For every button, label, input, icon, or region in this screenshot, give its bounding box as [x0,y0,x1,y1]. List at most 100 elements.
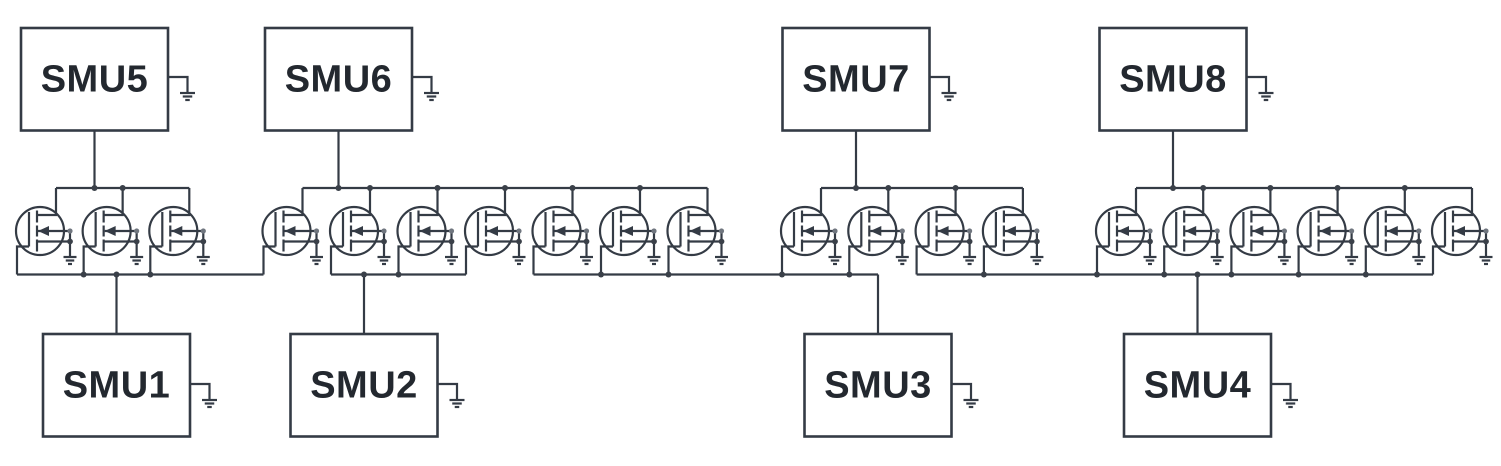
body-junction-dot [67,228,73,234]
mosfet-symbol [531,188,593,275]
gate-lead [1095,245,1109,275]
junction-dot [1194,271,1201,278]
ground-symbol [63,255,77,266]
ground-symbol [1258,91,1274,102]
smu-ground-wire [412,75,433,93]
smu-box-smu6 [263,26,414,132]
drain-lead [1453,188,1474,217]
body-junction-dot [1034,228,1040,234]
smu-smu2: SMU2 [289,332,465,438]
drain-lead [1003,188,1025,217]
gate-lead [848,245,862,275]
drain-lead [1117,188,1138,217]
mosfet-symbol [666,188,728,275]
smu-smu6: SMU6 [263,26,439,132]
body-junction-dot [448,228,455,234]
drain-lead [553,188,574,217]
body-junction-dot [1416,228,1422,234]
gate-lead [397,245,411,275]
junction-dot [637,185,643,191]
smu-box-smu7 [781,26,931,132]
body-arrow [1252,226,1264,236]
junction-dot [885,185,892,191]
gate-lead [329,245,343,275]
junction-dot [1267,185,1274,191]
smu-ground-wire [1246,75,1268,93]
ground-symbol [1412,255,1426,266]
source-junction-dot [718,238,725,245]
gate-rail [916,271,1433,334]
junction-dot [846,271,853,278]
smu-box-smu1 [41,332,192,438]
gate-lead [982,245,996,275]
body-junction-dot [200,228,206,234]
smu-label-smu8: SMU8 [1119,58,1227,100]
smu-smu8: SMU8 [1098,26,1274,132]
body-arrow [870,226,882,236]
ground-symbol [580,255,593,266]
body-arrow [1185,226,1197,236]
junction-dot [1161,271,1168,278]
source-junction-dot [899,238,906,245]
mosfet-symbol [148,188,210,275]
mosfet-symbol [1162,188,1224,275]
smu-ground-wire [437,382,459,400]
body-junction-dot [832,228,838,234]
gate-lead [532,245,546,275]
junction-dot [1200,185,1207,191]
drain-lead [1251,188,1272,217]
source-junction-dot [381,238,387,245]
body-arrow [1118,226,1129,236]
source-junction-dot [1034,238,1040,245]
smu-box-smu2 [289,332,439,438]
smu-label-smu3: SMU3 [824,364,932,406]
gate-lead [15,245,29,275]
smu-smu7: SMU7 [781,26,957,132]
drain-lead [1318,188,1339,217]
source-junction-dot [966,238,973,245]
junction-dot [434,185,441,191]
ground-symbol [1277,255,1291,266]
junction-dot [113,271,120,278]
junction-dot [1334,185,1341,191]
gate-lead [1364,245,1378,275]
junction-dot [1170,185,1176,191]
drain-rail [1136,130,1472,191]
gate-rail [17,271,264,334]
gate-lead [1297,245,1311,275]
junction-dot [1401,185,1408,191]
body-junction-dot [651,228,657,234]
drain-lead [351,188,372,217]
drain-lead [1385,188,1406,217]
junction-dot [665,271,672,278]
ground-symbol [963,398,979,409]
body-junction-dot [583,228,590,234]
smu-label-smu4: SMU4 [1144,364,1252,406]
smu-box-smu5 [19,26,170,132]
smu-label-smu1: SMU1 [63,364,171,406]
drain-rail [302,130,708,191]
junction-dot [91,185,98,191]
drain-lead [688,188,709,217]
junction-dot [1094,271,1100,278]
drain-lead [37,188,58,217]
drain-lead [1184,188,1205,217]
ground-symbol [202,398,217,409]
junction-dot [147,271,154,278]
source-junction-dot [651,238,657,245]
drain-lead [869,188,890,217]
body-junction-dot [899,228,905,234]
source-junction-dot [516,238,522,245]
junction-dot [367,185,373,191]
junction-dot [119,185,126,191]
drain-lead [418,188,439,217]
gate-lead [667,245,681,275]
drain-lead [936,188,957,217]
smu-smu1: SMU1 [41,332,217,438]
ground-symbol [512,255,526,266]
gate-lead [464,245,478,275]
gate-lead [262,245,276,275]
body-junction-dot [134,228,140,234]
body-junction-dot [313,228,320,234]
